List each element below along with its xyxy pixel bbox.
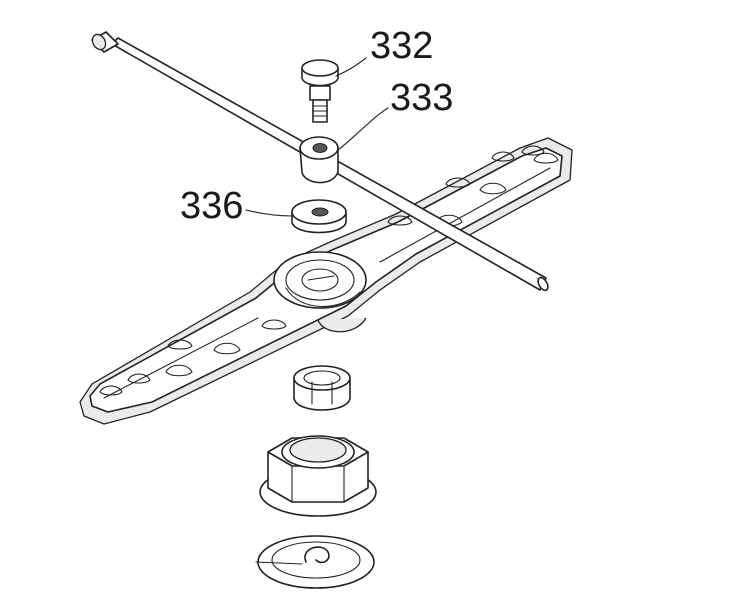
retaining-clip <box>255 535 375 589</box>
callout-336: 336 <box>180 185 243 227</box>
rod-end-cap <box>91 31 119 53</box>
spray-arm <box>79 137 573 425</box>
part-332-pin <box>301 59 339 123</box>
bushing <box>293 365 351 411</box>
leader-lines <box>245 57 389 217</box>
part-333-coupler <box>299 136 339 184</box>
part-336-washer <box>291 199 347 234</box>
callout-333: 333 <box>390 77 453 119</box>
callout-332: 332 <box>370 25 433 67</box>
hex-nut <box>259 435 377 517</box>
spray-arm-hub <box>273 251 367 309</box>
spray-nozzles <box>99 145 559 396</box>
